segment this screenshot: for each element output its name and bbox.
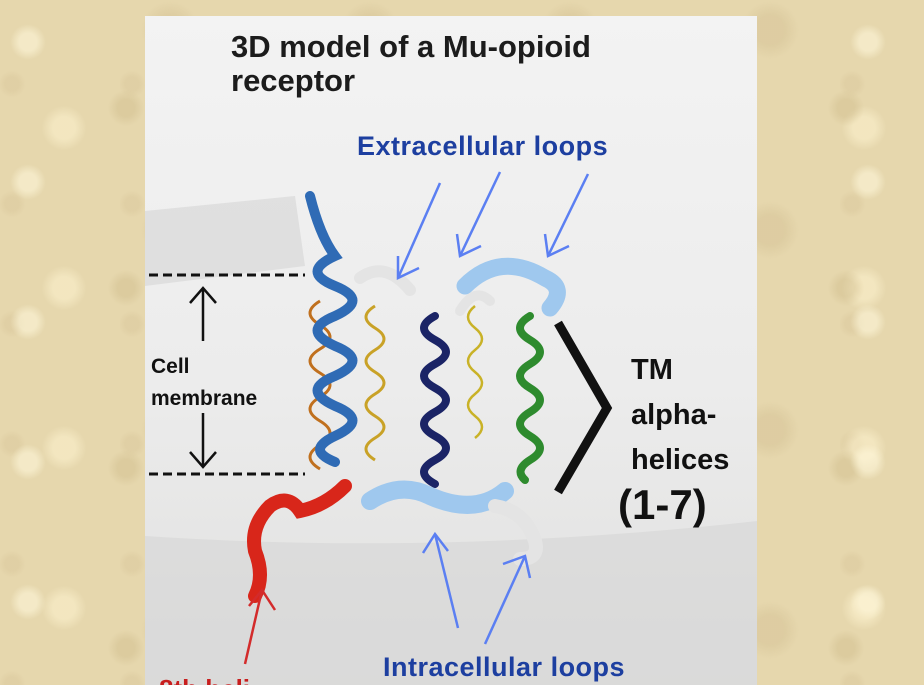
extracellular-loops-label: Extracellular loops: [357, 131, 609, 161]
tm-label-line-1: TM: [631, 354, 673, 386]
tm-helices-label: TM alpha- helices: [631, 348, 729, 483]
red-helix: [247, 479, 352, 603]
green-helix: [516, 312, 544, 484]
intracellular-arrows: [421, 531, 532, 645]
receptor-model-illustration: [145, 171, 757, 685]
intracellular-loops-label: Intracellular loops: [383, 652, 626, 682]
extracellular-loop-1: [354, 265, 416, 296]
tm-bracket: [554, 320, 613, 495]
intracellular-loop-2: [488, 499, 543, 566]
tm-label-line-2: alpha-: [631, 399, 717, 431]
receptor-photo: 3D model of a Mu-opioid receptor Extrace…: [145, 16, 757, 685]
figure-title: 3D model of a Mu-opioid receptor: [231, 29, 591, 98]
yellow-helix: [466, 305, 484, 439]
gold-helix: [364, 304, 386, 462]
tm-label-line-3: helices: [631, 444, 730, 476]
extracellular-arrows: [396, 171, 590, 280]
navy-helix: [420, 312, 450, 488]
membrane-up-arrow: [189, 286, 217, 341]
membrane-down-arrow: [189, 413, 217, 469]
eighth-helix-label: 8th heli: [159, 674, 250, 685]
cell-membrane-label: Cell membrane: [151, 355, 258, 410]
tm-range-label: (1-7): [618, 481, 707, 528]
eighth-helix-arrow: [243, 587, 277, 665]
extracellular-loop-3: [455, 290, 495, 316]
intracellular-loop-1: [361, 480, 514, 514]
blue-helix: [305, 191, 358, 467]
extracellular-loop-2: [456, 257, 566, 317]
